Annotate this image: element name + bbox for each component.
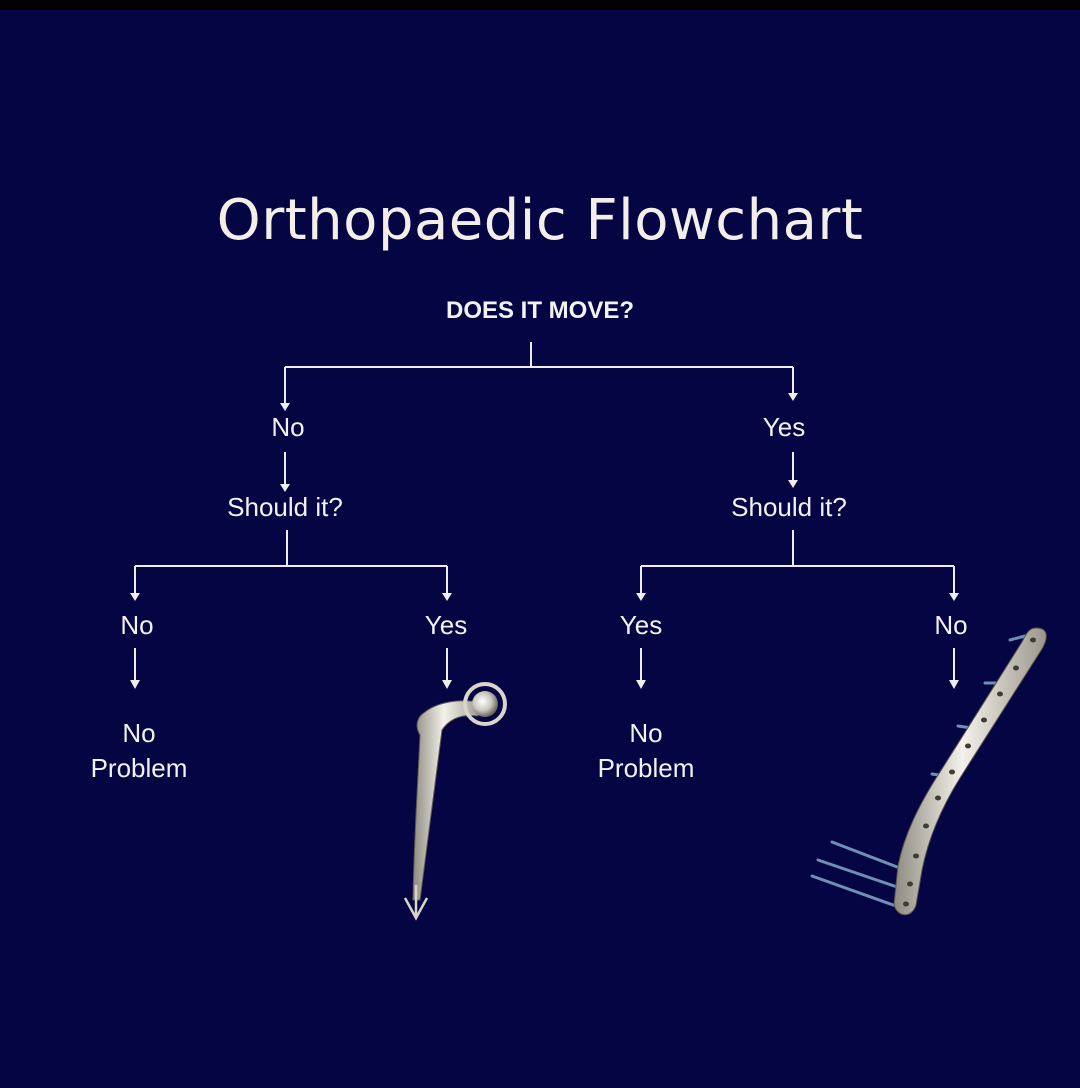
left-branch-answer: No <box>271 412 305 442</box>
right-right-answer: No <box>934 610 968 640</box>
top-status-bar <box>0 0 1080 10</box>
left-right-answer: Yes <box>424 610 468 640</box>
result-line-1: No <box>629 718 663 748</box>
result-line-2: Problem <box>597 753 695 783</box>
right-left-answer: Yes <box>619 610 663 640</box>
hip-implant-icon <box>403 682 507 921</box>
bone-plate-screws-icon <box>810 627 1047 916</box>
right-branch-answer: Yes <box>762 412 806 442</box>
left-followup-question: Should it? <box>227 492 343 522</box>
result-line-1: No <box>122 718 156 748</box>
right-followup-question: Should it? <box>731 492 847 522</box>
result-line-2: Problem <box>90 753 188 783</box>
right-left-result: No Problem <box>546 716 746 786</box>
root-question: DOES IT MOVE? <box>445 297 634 324</box>
page-title: Orthopaedic Flowchart <box>216 188 864 253</box>
left-left-answer: No <box>120 610 154 640</box>
left-left-result: No Problem <box>39 716 239 786</box>
